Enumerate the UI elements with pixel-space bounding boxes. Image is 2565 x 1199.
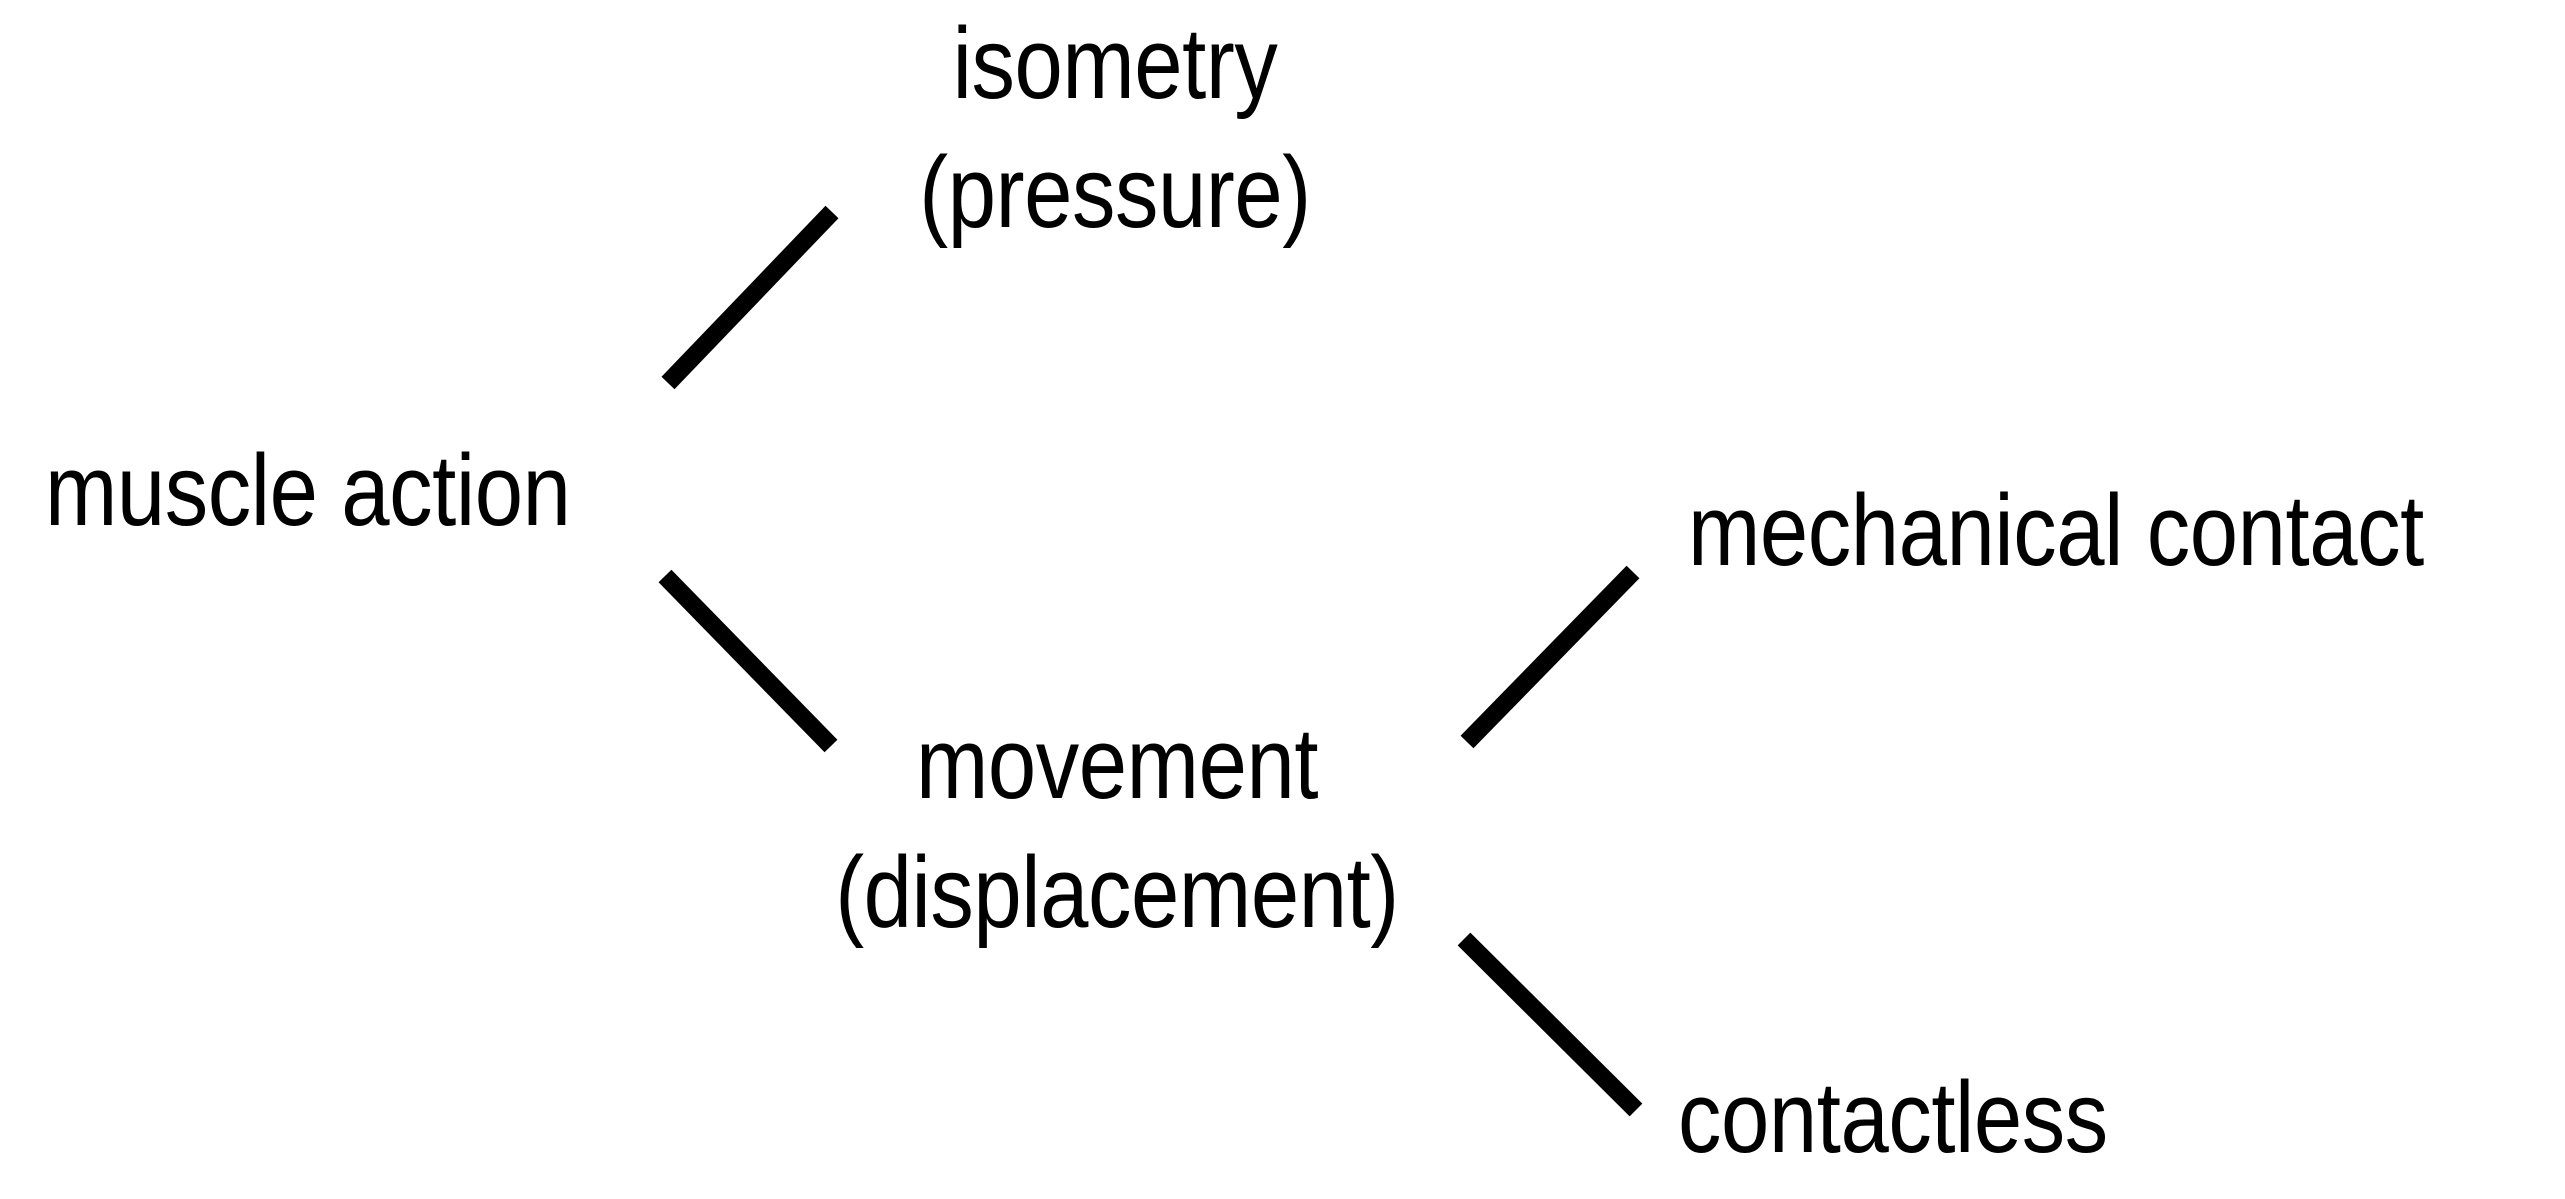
node-isometry: isometry (pressure) bbox=[919, 0, 1311, 259]
edge-movement-to-contactless bbox=[1457, 932, 1643, 1117]
node-contactless-line-1: contactless bbox=[1678, 1062, 2108, 1174]
edge-muscle-action-to-isometry bbox=[661, 205, 839, 390]
node-contactless: contactless bbox=[1678, 1054, 2108, 1183]
node-isometry-line-2: (pressure) bbox=[919, 137, 1311, 250]
node-movement-line-1: movement bbox=[915, 708, 1319, 820]
node-isometry-line-1: isometry bbox=[952, 8, 1278, 120]
node-muscle-action: muscle action bbox=[45, 427, 571, 556]
edge-movement-to-mechanical-contact bbox=[1460, 565, 1640, 749]
node-mechanical-contact-line-1: mechanical contact bbox=[1688, 475, 2424, 587]
edge-muscle-action-to-movement bbox=[658, 569, 838, 753]
node-mechanical-contact: mechanical contact bbox=[1688, 467, 2424, 596]
node-movement: movement (displacement) bbox=[835, 700, 1399, 959]
node-muscle-action-line-1: muscle action bbox=[45, 435, 571, 547]
node-movement-line-2: (displacement) bbox=[835, 837, 1399, 950]
